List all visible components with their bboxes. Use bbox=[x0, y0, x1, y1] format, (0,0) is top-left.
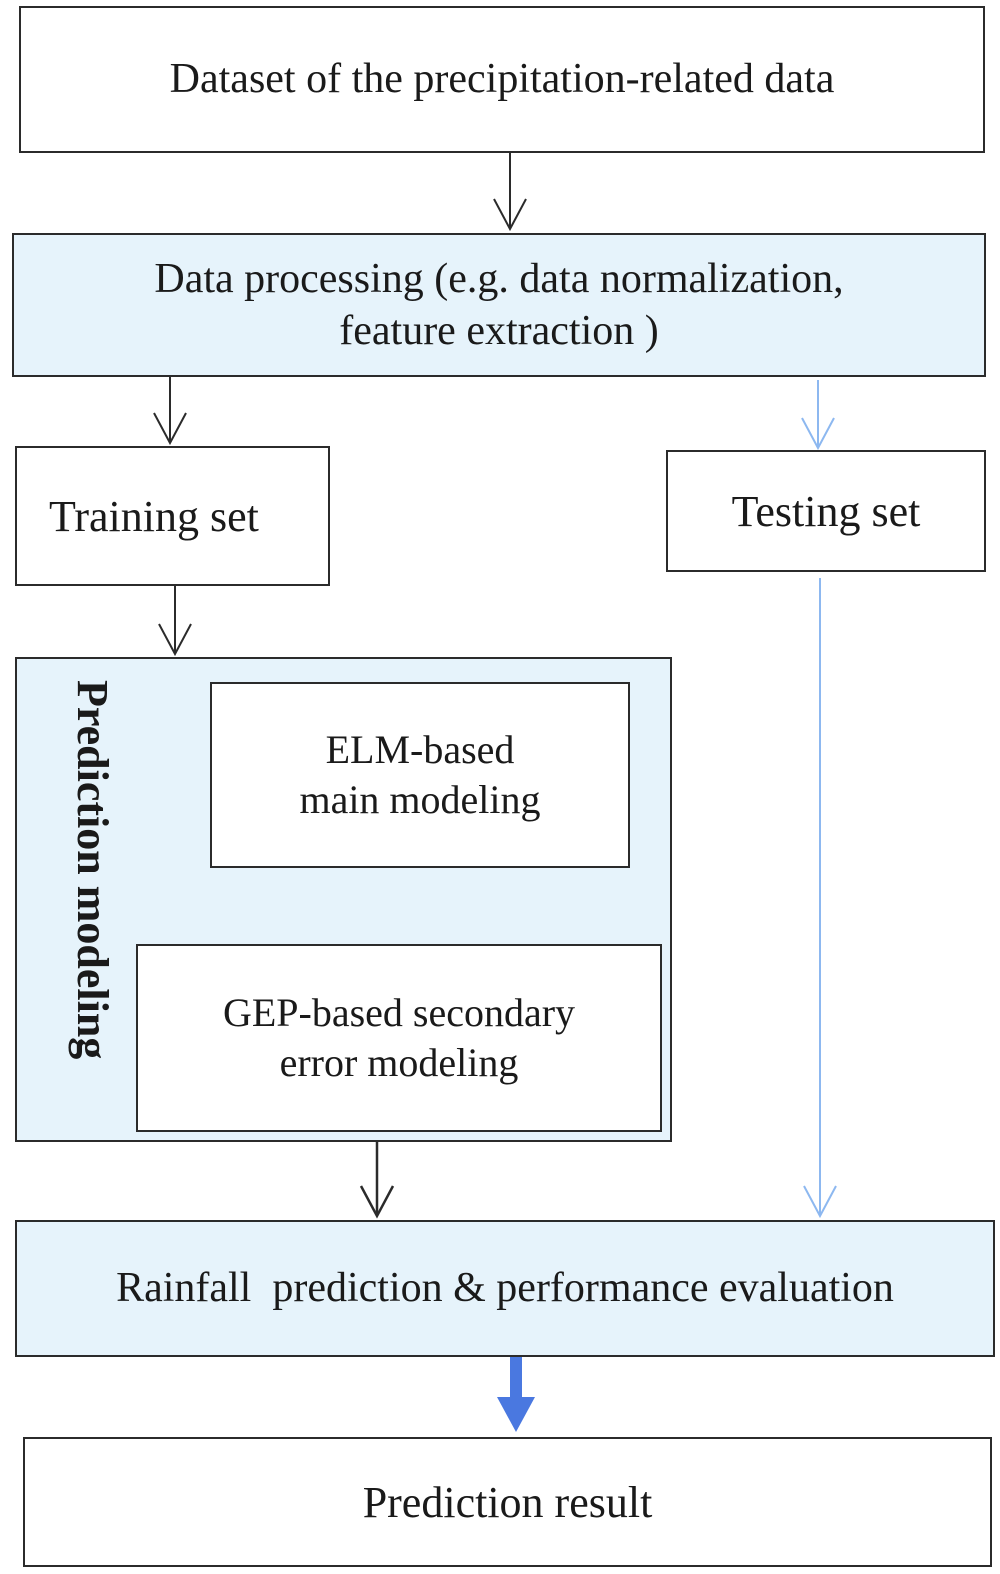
node-prediction-result: Prediction result bbox=[23, 1437, 992, 1567]
arrow-dataset-to-processing bbox=[493, 153, 527, 232]
node-elm-line2: main modeling bbox=[299, 777, 541, 822]
node-testing-set: Testing set bbox=[666, 450, 986, 572]
node-data-processing: Data processing (e.g. data normalization… bbox=[12, 233, 986, 377]
node-testing-set-label: Testing set bbox=[731, 486, 921, 536]
node-rainfall-label: Rainfall prediction & performance evalua… bbox=[116, 1265, 894, 1312]
arrow-modeling-to-rainfall bbox=[359, 1142, 395, 1219]
node-data-processing-line2: feature extraction ) bbox=[339, 308, 659, 354]
node-dataset-label: Dataset of the precipitation-related dat… bbox=[169, 56, 835, 103]
node-prediction-result-label: Prediction result bbox=[362, 1477, 653, 1527]
arrow-training-to-modeling bbox=[158, 586, 192, 657]
node-rainfall-prediction-evaluation: Rainfall prediction & performance evalua… bbox=[15, 1220, 995, 1357]
group-prediction-modeling-label: Prediction modeling bbox=[68, 680, 117, 1060]
node-data-processing-line1: Data processing (e.g. data normalization… bbox=[154, 255, 844, 302]
arrow-processing-to-testing bbox=[801, 380, 835, 451]
node-gep-line1: GEP-based secondary bbox=[222, 990, 576, 1035]
arrow-rainfall-to-result bbox=[497, 1357, 535, 1432]
arrow-testing-to-rainfall bbox=[803, 578, 837, 1219]
node-gep-error-modeling: GEP-based secondary error modeling bbox=[136, 944, 662, 1132]
node-training-set-label: Training set bbox=[49, 491, 259, 541]
node-elm-main-modeling: ELM-based main modeling bbox=[210, 682, 630, 868]
node-dataset: Dataset of the precipitation-related dat… bbox=[19, 6, 985, 153]
arrow-processing-to-training bbox=[153, 377, 187, 446]
node-gep-line2: error modeling bbox=[279, 1040, 519, 1085]
node-elm-line1: ELM-based bbox=[325, 727, 515, 772]
node-training-set: Training set bbox=[15, 446, 330, 586]
